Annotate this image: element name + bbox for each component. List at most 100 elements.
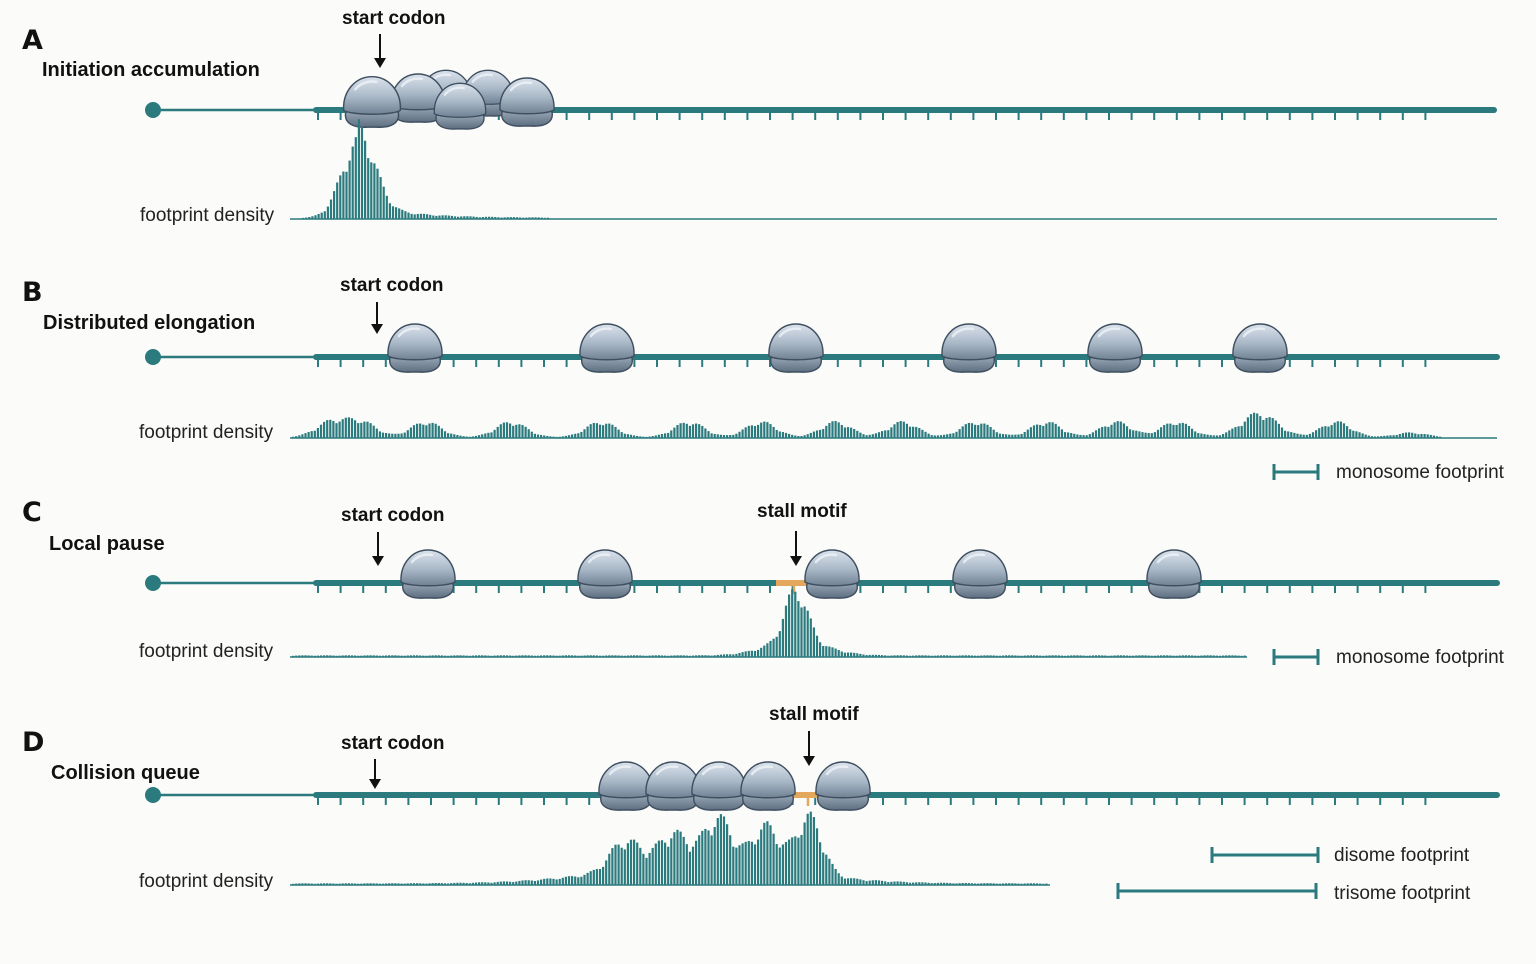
density-bar xyxy=(1060,655,1063,657)
down-arrow-icon xyxy=(790,531,802,566)
density-bar xyxy=(633,839,636,885)
density-bar xyxy=(502,881,505,885)
density-bar xyxy=(853,429,856,438)
density-bar xyxy=(837,422,840,438)
density-bar xyxy=(391,655,394,657)
density-bar xyxy=(1132,430,1135,438)
density-bar xyxy=(326,883,329,885)
density-bar xyxy=(524,880,527,885)
density-bar xyxy=(1262,420,1265,438)
density-bar xyxy=(366,883,369,885)
density-bar xyxy=(319,655,323,657)
density-bar xyxy=(741,429,744,438)
density-bar xyxy=(760,647,763,657)
density-bar xyxy=(614,655,617,657)
density-bar xyxy=(747,650,750,657)
density-bar xyxy=(375,883,378,885)
density-bar xyxy=(425,655,428,657)
density-bar xyxy=(503,217,506,219)
density-bar xyxy=(518,655,521,657)
density-bar xyxy=(908,655,912,657)
density-bar xyxy=(871,880,874,885)
density-bar xyxy=(1125,655,1129,657)
density-bar xyxy=(1116,421,1119,438)
density-bar xyxy=(512,655,515,657)
density-bar xyxy=(1063,655,1067,657)
density-bar xyxy=(379,177,382,219)
density-bar xyxy=(729,435,732,438)
density-bar xyxy=(460,216,463,219)
density-bar xyxy=(1017,434,1020,438)
density-bar xyxy=(574,876,577,885)
density-bar xyxy=(1032,883,1036,885)
density-bar xyxy=(465,655,468,657)
density-bar xyxy=(1240,425,1243,438)
start-codon-label: start codon xyxy=(340,275,443,296)
disome-footprint-scale: disome footprint xyxy=(1210,845,1470,866)
density-bar xyxy=(1423,434,1426,438)
density-bar xyxy=(1184,655,1187,657)
density-bar xyxy=(871,654,874,657)
density-bar xyxy=(1327,426,1330,438)
density-bar xyxy=(431,655,434,657)
density-bar xyxy=(522,217,525,219)
density-bar xyxy=(1051,422,1054,438)
density-bar xyxy=(881,880,884,885)
ribosome-icon xyxy=(598,761,654,811)
density-bar xyxy=(1039,424,1042,438)
density-bar xyxy=(512,425,515,438)
density-bar xyxy=(481,655,484,657)
density-bar xyxy=(419,655,422,657)
density-bar xyxy=(611,848,614,885)
density-bar xyxy=(307,655,310,657)
density-bar xyxy=(806,610,809,657)
panel-title: Local pause xyxy=(49,533,165,555)
density-bar xyxy=(338,655,341,657)
density-bar xyxy=(877,654,881,657)
density-bar xyxy=(416,655,419,657)
down-arrow-icon xyxy=(372,532,384,566)
density-bar xyxy=(488,216,491,219)
density-bar xyxy=(986,883,989,885)
density-bar xyxy=(943,434,946,438)
density-bar xyxy=(1246,417,1249,438)
density-bar xyxy=(468,655,471,657)
density-bar xyxy=(546,655,549,657)
density-bar xyxy=(369,423,372,438)
density-bar xyxy=(369,883,372,885)
density-bar xyxy=(528,217,531,219)
density-bar xyxy=(401,209,404,219)
density-bar xyxy=(1274,420,1277,438)
density-bar xyxy=(533,655,536,657)
density-bar xyxy=(521,424,524,438)
density-bar xyxy=(524,426,527,438)
density-bar xyxy=(974,883,977,885)
density-bar xyxy=(865,655,868,657)
density-bar xyxy=(970,883,974,885)
density-label: footprint density xyxy=(139,641,274,662)
density-label: footprint density xyxy=(139,422,274,443)
panel-letter: D xyxy=(22,727,44,758)
density-bar xyxy=(1321,426,1324,438)
density-bar xyxy=(422,213,426,219)
density-bar xyxy=(416,213,419,219)
density-bar xyxy=(1243,655,1246,657)
density-bar xyxy=(491,216,494,219)
density-bar xyxy=(614,426,617,438)
density-bar xyxy=(667,655,670,657)
density-bar xyxy=(1138,655,1141,657)
density-bar xyxy=(1085,435,1088,438)
panel-c: C Local pause start codon stall motif fo… xyxy=(22,497,1505,668)
density-bar xyxy=(440,655,443,657)
density-bar xyxy=(425,883,428,885)
density-bar xyxy=(1023,655,1026,657)
density-bar xyxy=(753,650,757,657)
density-bar xyxy=(357,883,360,885)
density-bar xyxy=(1228,655,1231,657)
density-bar xyxy=(567,655,571,657)
density-bar xyxy=(825,425,828,438)
density-bar xyxy=(509,423,512,438)
density-bar xyxy=(1222,434,1225,438)
density-bar xyxy=(769,424,772,438)
density-bar xyxy=(949,433,952,438)
